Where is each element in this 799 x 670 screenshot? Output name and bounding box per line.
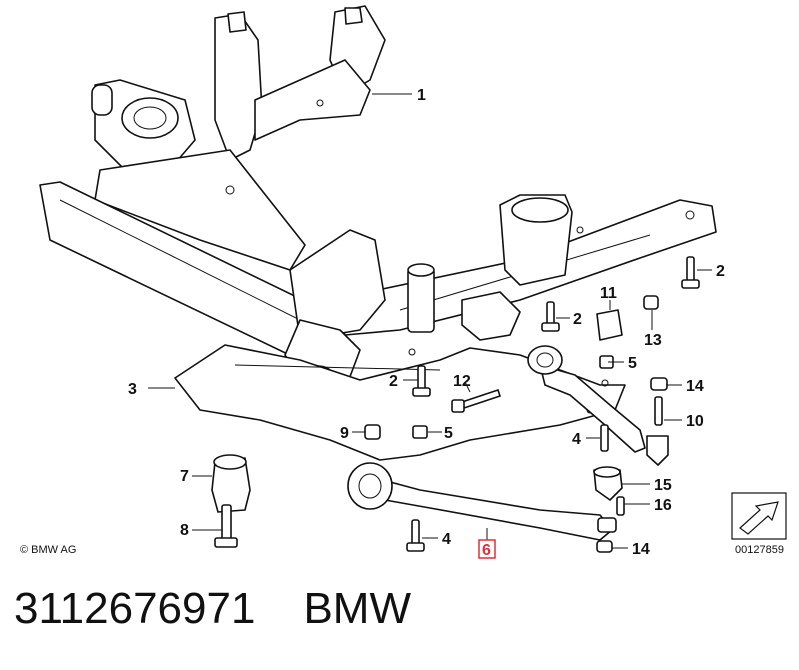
callout-9: 9 [340,425,349,442]
nut-part-9 [364,424,381,440]
callouts: 1 2 2 2 3 4 4 5 5 6 7 8 9 10 11 12 13 14… [128,87,725,559]
leader-lines [148,93,712,549]
nut-part-13 [643,295,659,310]
bolt-part-12 [451,388,502,413]
callout-10: 10 [686,413,704,430]
bolt-part-8 [214,504,238,548]
part-number: 3112676971 [14,584,256,633]
callout-16: 16 [654,497,672,514]
callout-5-center: 5 [444,425,453,442]
callout-14-right: 14 [686,378,704,395]
nut-part-5 [412,355,614,439]
bushing-part-7 [211,454,251,513]
ball-joint-part-15 [593,466,623,501]
highlight-box-part-6 [478,539,496,559]
drawing-number: 00127859 [735,544,784,556]
exploded-parts-diagram: 1 2 2 2 3 4 4 5 5 6 7 8 9 10 11 12 13 14… [20,5,787,559]
callout-2-top: 2 [716,263,725,280]
copyright-text: © BMW AG [20,544,76,556]
callout-14-bottom: 14 [632,541,650,558]
brand-name: BMW [303,584,411,633]
callout-13: 13 [644,332,662,349]
callout-4-right: 4 [572,431,581,448]
callout-6: 6 [482,542,491,559]
callout-8: 8 [180,522,189,539]
ball-joint-part-10 [646,396,669,466]
callout-5-right: 5 [628,355,637,372]
part-caption: 3112676971 BMW [14,584,411,634]
callout-15: 15 [654,477,672,494]
view-direction-icon [731,492,787,540]
bolt-part-16 [616,496,625,516]
bushing-part-11 [596,309,623,341]
callout-2-left: 2 [389,373,398,390]
callout-12: 12 [453,373,471,390]
control-arm-part-6 [347,345,646,541]
nut-part-14 [596,377,668,553]
callout-11: 11 [600,285,617,302]
underbody-plate-part-3 [174,344,626,461]
subframe-part-1 [39,5,717,391]
callout-4-bottom: 4 [442,531,451,548]
callout-1: 1 [417,87,426,104]
bolt-part-4 [406,424,609,552]
bolt-part-2 [412,256,700,397]
callout-2-middle: 2 [573,311,582,328]
callout-3: 3 [128,381,137,398]
callout-7: 7 [180,468,189,485]
